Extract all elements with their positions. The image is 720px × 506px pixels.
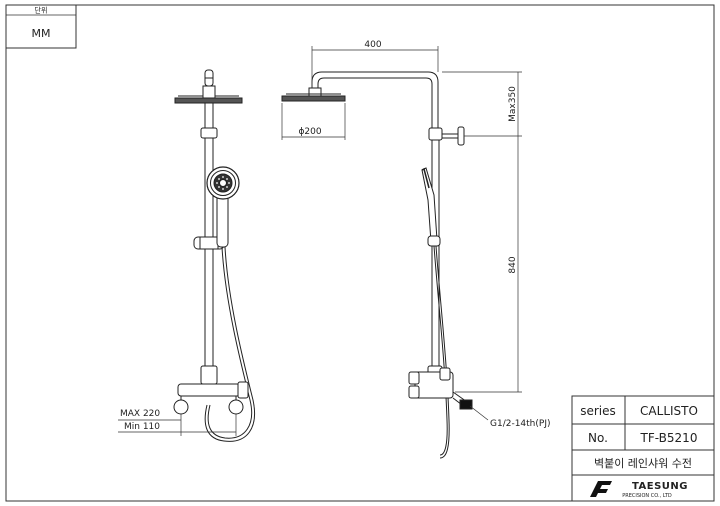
title-block: [571, 395, 715, 502]
unit-box: 단위 MM: [5, 4, 77, 49]
no-label: No.: [588, 431, 608, 445]
side-collar: [428, 127, 443, 141]
front-left-flange: [173, 399, 189, 415]
side-control-knob: [408, 371, 420, 385]
unit-box-value: MM: [32, 27, 51, 40]
product-description: 벽붙이 레인샤워 수전: [594, 457, 692, 470]
dim-arm-length: 400: [364, 40, 381, 50]
front-right-flange: [228, 399, 244, 415]
unit-box-header: 단위: [35, 6, 48, 15]
side-main-riser: [431, 139, 440, 369]
sheet-border: [5, 4, 715, 502]
front-mixer-body: [177, 383, 241, 397]
front-upper-riser: [204, 102, 214, 129]
spread-dimension: [118, 414, 237, 436]
side-rain-head: [281, 95, 346, 102]
spread-max-label: MAX 220: [120, 409, 160, 419]
side-slider: [427, 235, 441, 247]
front-rain-head: [174, 97, 243, 104]
front-diverter-connector: [200, 365, 218, 385]
company-sub: PRECISION CO., LTD: [622, 493, 672, 499]
side-dimensions: [281, 46, 522, 421]
dim-max-height: Max350: [508, 86, 518, 122]
front-view: [173, 69, 255, 442]
dim-rail-length: 840: [508, 256, 518, 273]
company-logo: TAESUNG PRECISION CO., LTD: [590, 481, 688, 499]
side-wall-fitting: [459, 399, 473, 410]
front-hand-shower-handle: [216, 194, 229, 248]
spread-min-label: Min 110: [124, 422, 160, 432]
series-value: CALLISTO: [640, 404, 698, 418]
series-label: series: [580, 404, 616, 418]
front-collar: [200, 127, 218, 139]
dim-head-diameter: ϕ200: [298, 127, 321, 137]
no-value: TF-B5210: [640, 431, 698, 445]
company-name: TAESUNG: [632, 481, 688, 492]
side-wall-bracket: [457, 126, 465, 146]
dim-thread: G1/2-14th(PJ): [490, 419, 551, 429]
side-overhead-arm: [311, 71, 439, 128]
logo-mark-icon: [590, 481, 612, 497]
side-view: [281, 71, 473, 459]
